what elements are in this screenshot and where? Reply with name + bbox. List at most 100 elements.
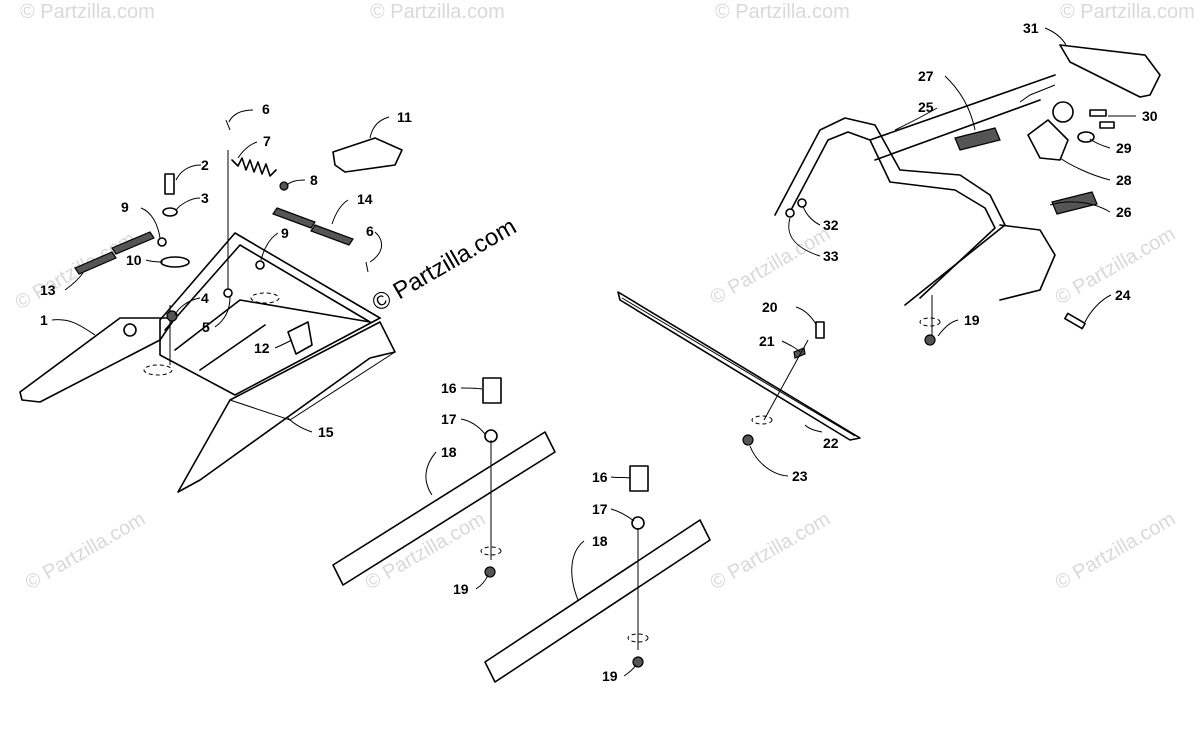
part-9-bolt — [157, 237, 167, 247]
part-21-clip — [793, 347, 806, 359]
callout-29: 29 — [1116, 140, 1132, 156]
leader-lines — [51, 27, 1137, 677]
rail-assembly-upper — [332, 377, 556, 586]
part-24-bracket — [999, 224, 1056, 301]
plate-assembly — [617, 291, 861, 446]
part-9-bolt — [255, 260, 265, 270]
part-11-cover — [332, 137, 403, 173]
callout-8: 8 — [310, 172, 318, 188]
part-13-strip — [74, 251, 117, 275]
part-25-bumper-tube — [774, 117, 1006, 306]
part-10-plate — [160, 256, 190, 268]
part-16-block — [629, 465, 649, 492]
callout-labels: 1 2 3 4 5 6 7 8 9 9 10 11 12 13 14 6 15 … — [40, 20, 1158, 684]
part-6-pin — [225, 119, 231, 131]
callout-20: 20 — [762, 299, 778, 315]
watermark: © Partzilla.com — [715, 1, 850, 23]
part-26-label — [1051, 191, 1098, 215]
watermark: © Partzilla.com — [707, 508, 835, 594]
frame-front-rail — [159, 317, 381, 396]
callout-21: 21 — [759, 333, 775, 349]
callout-15: 15 — [318, 424, 334, 440]
callout-16: 16 — [592, 469, 608, 485]
part-14-strip — [310, 224, 354, 246]
callout-18: 18 — [592, 533, 608, 549]
part-30-bolt — [1099, 121, 1115, 129]
part-27-label — [954, 127, 1001, 151]
rail-assembly-lower — [484, 465, 711, 683]
callout-7: 7 — [263, 133, 271, 149]
part-32-fastener — [797, 198, 807, 208]
callout-5: 5 — [202, 319, 210, 335]
stud-line — [763, 339, 809, 421]
callout-19: 19 — [602, 668, 618, 684]
callout-32: 32 — [823, 217, 839, 233]
watermark: © Partzilla.com — [22, 508, 150, 594]
part-6-pin — [365, 261, 369, 273]
watermark-main: © Partzilla.com — [368, 213, 522, 317]
hole-indicator — [627, 633, 649, 643]
callout-18: 18 — [441, 444, 457, 460]
callout-31: 31 — [1023, 20, 1039, 36]
hole-indicator — [751, 415, 773, 425]
callout-22: 22 — [823, 435, 839, 451]
part-4-nut — [166, 310, 178, 322]
cable-line — [1019, 84, 1056, 103]
part-20-bolt — [815, 321, 825, 339]
callout-11: 11 — [397, 109, 412, 125]
part-7-spring — [231, 157, 277, 177]
watermark: © Partzilla.com — [1052, 508, 1180, 594]
part-24-bolt — [1064, 312, 1086, 330]
callout-23: 23 — [792, 468, 808, 484]
watermark: © Partzilla.com — [1060, 1, 1195, 23]
part-12-bracket — [287, 321, 313, 355]
part-3-washer — [162, 207, 178, 217]
part-18-rail — [484, 519, 711, 683]
callout-30: 30 — [1142, 108, 1158, 124]
callout-24: 24 — [1115, 287, 1131, 303]
callout-16: 16 — [441, 380, 457, 396]
hole-indicator — [250, 292, 280, 304]
part-19-nut — [632, 656, 644, 668]
callout-6: 6 — [366, 223, 374, 239]
callout-13: 13 — [40, 282, 56, 298]
callout-19: 19 — [453, 581, 469, 597]
callout-3: 3 — [201, 190, 209, 206]
part-25-bumper-tube-inner — [789, 131, 996, 299]
part-33-fastener — [785, 208, 795, 218]
part-15-right-skid — [177, 321, 396, 493]
watermark: © Partzilla.com — [707, 223, 835, 309]
callout-28: 28 — [1116, 172, 1132, 188]
part-14-strip — [272, 207, 316, 229]
part-8-clip — [279, 181, 289, 191]
part-2-bolt — [164, 173, 175, 195]
hole-indicator — [480, 546, 502, 556]
frame-cross-rail — [174, 299, 371, 351]
callout-12: 12 — [254, 340, 270, 356]
callout-10: 10 — [126, 252, 142, 268]
part-19-nut — [484, 566, 496, 578]
bumper-assembly — [774, 44, 1161, 346]
callout-1: 1 — [40, 312, 48, 328]
hole-indicator — [143, 364, 173, 376]
callout-25: 25 — [918, 99, 934, 115]
part-13-strip — [111, 231, 155, 255]
part-19-nut — [924, 334, 936, 346]
watermark: © Partzilla.com — [370, 1, 505, 23]
callout-9: 9 — [281, 225, 289, 241]
part-18-rail — [332, 431, 556, 586]
watermark: © Partzilla.com — [20, 1, 155, 23]
part-23-nut — [742, 434, 754, 446]
watermark: © Partzilla.com — [12, 228, 140, 314]
callout-9: 9 — [121, 199, 129, 215]
part-1-left-skid — [19, 317, 176, 403]
frame-cross-member — [199, 324, 266, 371]
plate-edge-line — [621, 297, 856, 437]
part-28-hitch — [1027, 119, 1069, 161]
bumper-crossbar — [869, 74, 1056, 141]
callout-6: 6 — [262, 101, 270, 117]
callout-17: 17 — [592, 501, 608, 517]
callout-14: 14 — [357, 191, 373, 207]
callout-17: 17 — [441, 411, 457, 427]
